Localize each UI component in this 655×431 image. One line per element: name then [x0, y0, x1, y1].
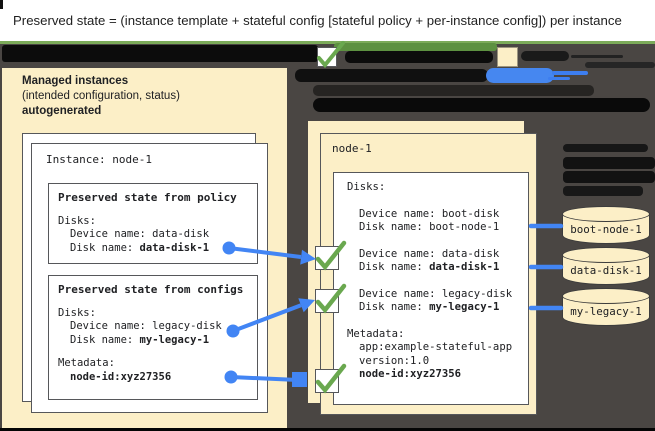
legacy-device-line: Device name: legacy-disk: [359, 287, 513, 300]
vm-state-box: Disks: Device name: boot-disk Disk name:…: [333, 172, 529, 405]
green-highlight-bar: [334, 43, 497, 51]
checkbox-node-id: [315, 363, 347, 394]
corner-mark: [0, 0, 3, 9]
vm-panel: node-1 Disks: Device name: boot-disk Dis…: [320, 133, 537, 415]
disk-name-value: my-legacy-1: [429, 301, 500, 313]
metadata-label: Metadata:: [58, 357, 115, 369]
disk-name-line: Disk name: my-legacy-1: [58, 334, 257, 348]
check-icon: [315, 240, 347, 271]
disk-name-label: Disk name:: [359, 261, 430, 273]
disks-label: Disks:: [58, 214, 96, 227]
disk-name-label: Disk name:: [70, 333, 140, 346]
checkbox-legacy-disk: [315, 283, 347, 314]
panel-subtitle: (intended configuration, status): [22, 90, 180, 102]
blue-scribble: [552, 71, 588, 75]
redacted-text-bar: [295, 69, 488, 82]
bottom-edge: [0, 428, 655, 431]
data-disk-line: Disk name: data-disk-1: [347, 261, 528, 275]
device-name-line: Device name: legacy-disk: [70, 320, 222, 332]
preserved-state-configs-box: Preserved state from configs Disks: Devi…: [48, 275, 258, 400]
redacted-text-bar: [521, 51, 569, 61]
blue-scribble: [486, 68, 554, 83]
blue-scribble: [548, 77, 570, 80]
redacted-text-bar: [313, 98, 650, 112]
checkbox-data-disk: [315, 240, 347, 271]
check-icon: [315, 283, 347, 314]
check-icon: [317, 41, 345, 69]
metadata-app-line: app:example-stateful-app: [359, 341, 513, 353]
instance-name-label: Instance: node-1: [46, 153, 152, 166]
legend-swatch: [497, 47, 518, 67]
legend-checkbox: [317, 41, 345, 69]
vm-name-label: node-1: [332, 142, 372, 155]
metadata-node-id: node-id:xyz27356: [359, 368, 462, 380]
legacy-disk-line: Disk name: my-legacy-1: [347, 301, 528, 315]
banner-text: Preserved state = (instance template + s…: [13, 13, 622, 28]
metadata-value: node-id:xyz27356: [70, 370, 172, 383]
disk-name-label: Disk name:: [70, 241, 140, 254]
preserved-state-policy-box: Preserved state from policy Disks: Devic…: [48, 183, 258, 264]
redacted-text-bar: [563, 171, 655, 183]
redacted-text-bar: [313, 85, 594, 96]
green-divider-line: [0, 41, 655, 44]
boot-device-line: Device name: boot-disk: [359, 207, 500, 220]
redacted-text-bar: [563, 186, 643, 196]
redacted-text-bar: [563, 144, 648, 152]
redacted-text-bar: [563, 157, 655, 169]
metadata-label: Metadata:: [347, 327, 405, 340]
disk-label: boot-node-1: [570, 223, 642, 236]
redacted-text-bar: [2, 45, 318, 62]
disk-top: [562, 206, 650, 222]
box-title: Preserved state from configs: [58, 283, 244, 296]
redacted-text-bar: [571, 55, 623, 58]
banner: Preserved state = (instance template + s…: [0, 0, 655, 41]
instance-card: Instance: node-1 Preserved state from po…: [31, 143, 268, 413]
disk-top: [562, 247, 650, 263]
disks-label: Disks:: [58, 306, 96, 319]
disk-name-value: my-legacy-1: [139, 333, 210, 346]
check-icon: [315, 363, 347, 394]
device-name-line: Device name: data-disk: [70, 228, 210, 240]
disk-cylinder-boot: boot-node-1: [562, 206, 650, 244]
disk-cylinder-legacy: my-legacy-1: [562, 288, 650, 326]
panel-subtitle2: autogenerated: [22, 105, 102, 117]
disk-label: my-legacy-1: [570, 305, 642, 318]
data-device-line: Device name: data-disk: [359, 247, 500, 260]
box-title: Preserved state from policy: [58, 191, 237, 204]
disk-label: data-disk-1: [570, 264, 642, 277]
metadata-version-line: version:1.0: [359, 354, 430, 367]
panel-heading: Managed instances (intended configuratio…: [22, 74, 180, 119]
panel-title: Managed instances: [22, 75, 129, 87]
disk-cylinder-data: data-disk-1: [562, 247, 650, 285]
redacted-text-bar: [345, 51, 493, 63]
disk-name-label: Disk name:: [359, 301, 430, 313]
disk-name-line: Disk name: data-disk-1: [58, 242, 257, 256]
managed-instances-panel: Managed instances (intended configuratio…: [2, 68, 287, 428]
disk-top: [562, 288, 650, 304]
disks-label: Disks:: [347, 181, 386, 193]
disk-name-value: data-disk-1: [429, 261, 500, 273]
disk-name-value: data-disk-1: [139, 241, 210, 254]
redacted-text-bar: [585, 62, 655, 68]
boot-disk-line: Disk name: boot-node-1: [359, 221, 500, 233]
